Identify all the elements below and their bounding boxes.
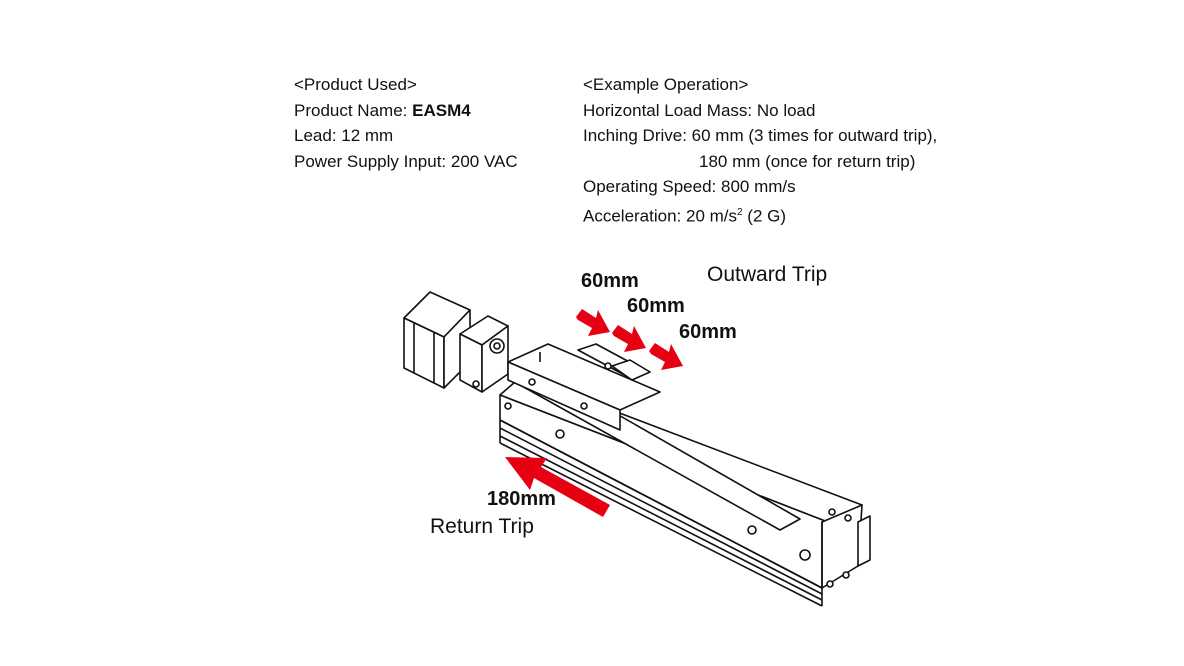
outward-arrow-2	[612, 325, 646, 352]
lead-line: Lead: 12 mm	[294, 126, 394, 145]
inching-drive-line: Inching Drive: 60 mm (3 times for outwar…	[583, 126, 938, 145]
motor-body	[403, 291, 509, 393]
operating-speed-line: Operating Speed: 800 mm/s	[583, 177, 796, 196]
product-used-block: <Product Used> Product Name: EASM4 Lead:…	[294, 72, 518, 174]
acceleration-suffix: (2 G)	[742, 206, 787, 226]
example-operation-block: <Example Operation> Horizontal Load Mass…	[583, 72, 937, 229]
inching-drive-continuation: 180 mm (once for return trip)	[699, 151, 916, 171]
product-name-value: EASM4	[412, 100, 471, 120]
outward-step-1-label: 60mm	[581, 270, 639, 292]
load-mass-line: Horizontal Load Mass: No load	[583, 100, 816, 120]
outward-arrow-3	[649, 343, 683, 370]
power-supply-line: Power Supply Input: 200 VAC	[294, 151, 518, 171]
product-used-heading: <Product Used>	[294, 75, 417, 94]
outward-step-3-label: 60mm	[679, 321, 737, 343]
outward-step-2-label: 60mm	[627, 295, 685, 317]
return-trip-label: Return Trip	[430, 515, 534, 538]
product-name-line: Product Name: EASM4	[294, 98, 518, 124]
acceleration-prefix: Acceleration: 20 m/s	[583, 206, 738, 226]
acceleration-line: Acceleration: 20 m/s2 (2 G)	[583, 200, 937, 229]
slider-table	[507, 343, 661, 431]
acceleration-exponent: 2	[737, 206, 743, 218]
example-operation-heading: <Example Operation>	[583, 75, 749, 94]
outward-trip-label: Outward Trip	[707, 263, 828, 286]
outward-arrows	[576, 309, 683, 370]
outward-arrow-1	[576, 309, 610, 336]
return-arrow	[505, 457, 610, 517]
product-name-label: Product Name:	[294, 100, 413, 120]
return-distance-label: 180mm	[487, 488, 556, 510]
